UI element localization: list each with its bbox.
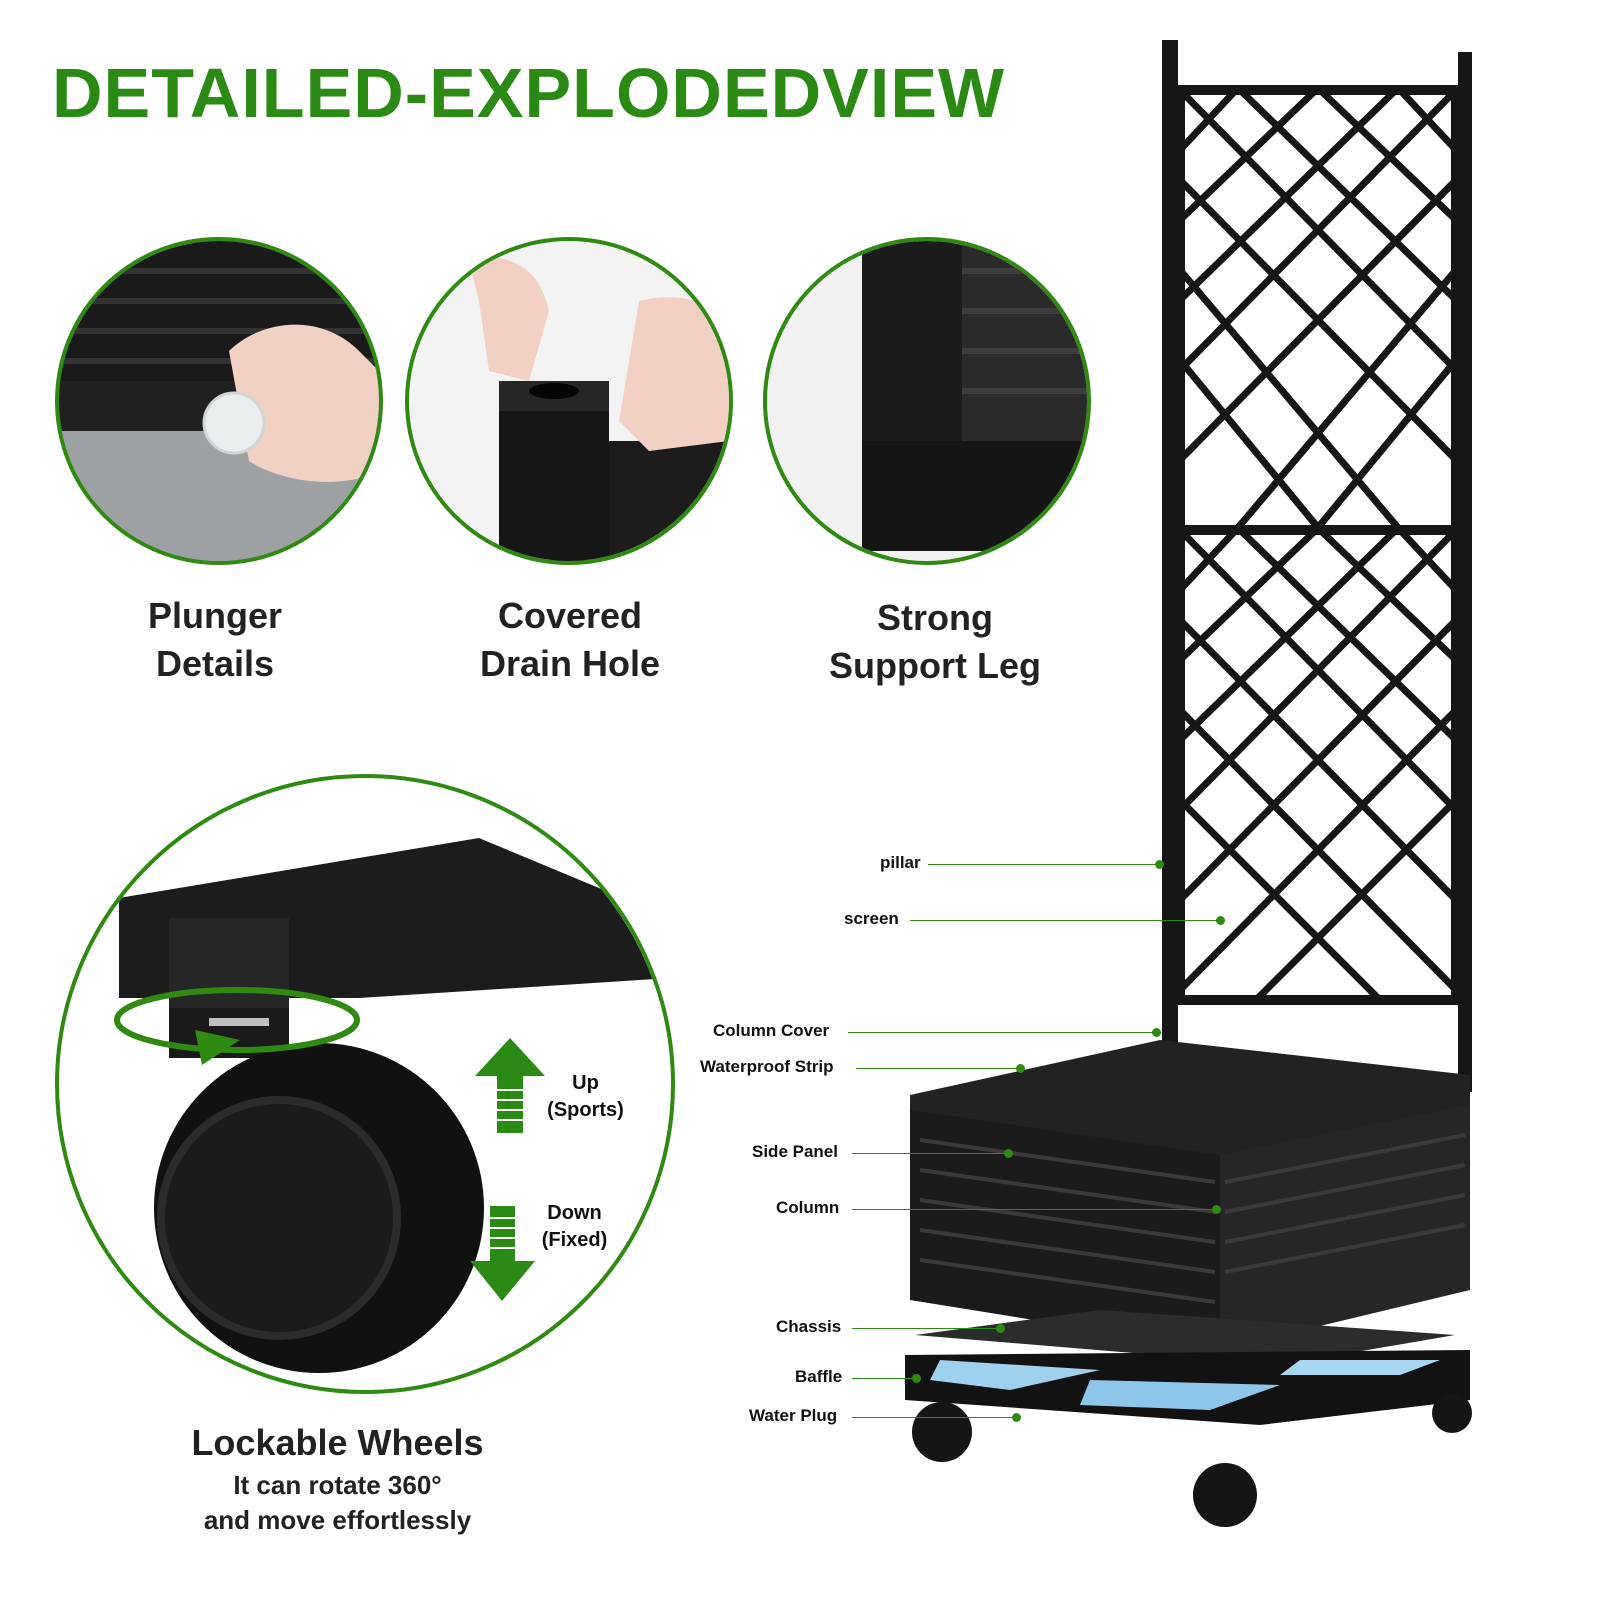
plunger-detail-photo	[55, 237, 383, 565]
up-sub-text: (Sports)	[547, 1099, 624, 1121]
detail-caption-drain-hole: Covered Drain Hole	[435, 592, 705, 688]
caption-line: Drain Hole	[479, 643, 661, 684]
detail-caption-plunger: Plunger Details	[90, 592, 340, 688]
part-label-water-plug: Water Plug	[749, 1406, 838, 1425]
part-label-pillar: pillar	[880, 853, 921, 872]
callout-dot	[996, 1324, 1005, 1333]
leader-line	[852, 1153, 1010, 1154]
callout-dot	[1016, 1064, 1025, 1073]
planter-illustration	[880, 30, 1500, 1570]
down-sub-text: (Fixed)	[541, 1229, 608, 1251]
callout-dot	[1216, 916, 1225, 925]
leader-line	[852, 1417, 1018, 1418]
detail-caption-support-leg: Strong Support Leg	[790, 594, 1080, 690]
callout-dot	[1012, 1413, 1021, 1422]
caption-line: Details	[155, 643, 275, 684]
part-label-side-panel: Side Panel	[752, 1142, 838, 1161]
down-label-text: Down	[547, 1202, 602, 1224]
callout-dot	[912, 1374, 921, 1383]
leader-line	[910, 920, 1222, 921]
part-label-waterproof-strip: Waterproof Strip	[700, 1057, 834, 1076]
part-label-screen: screen	[844, 909, 899, 928]
callout-dot	[1004, 1149, 1013, 1158]
caption-line: Strong	[877, 597, 993, 638]
headline: DETAILED-EXPLODEDVIEW	[52, 54, 1006, 132]
callout-dot	[1152, 1028, 1161, 1037]
wheels-line2: and move effortlessly	[203, 1505, 472, 1535]
caption-line: Plunger	[147, 595, 282, 636]
drain-hole-detail-photo	[405, 237, 733, 565]
caption-line: Covered	[497, 595, 643, 636]
part-label-column: Column	[776, 1198, 840, 1217]
support-leg-detail-photo	[763, 237, 1091, 565]
callout-dot	[1155, 860, 1164, 869]
down-label: Down (Fixed)	[517, 1200, 632, 1254]
caption-line: Support Leg	[829, 645, 1041, 686]
part-label-column-cover: Column Cover	[713, 1021, 830, 1040]
leader-line	[852, 1328, 1002, 1329]
up-label-text: Up	[572, 1072, 599, 1094]
wheels-title: Lockable Wheels	[191, 1422, 484, 1463]
part-label-baffle: Baffle	[795, 1367, 843, 1386]
leader-line	[852, 1209, 1218, 1210]
wheels-caption: Lockable Wheels It can rotate 360° and m…	[135, 1422, 540, 1536]
callout-dot	[1212, 1205, 1221, 1214]
down-arrow-icon	[470, 1206, 535, 1301]
wheels-line1: It can rotate 360°	[233, 1470, 442, 1500]
leader-line	[856, 1068, 1022, 1069]
up-arrow-icon	[475, 1038, 545, 1133]
up-label: Up (Sports)	[528, 1070, 643, 1124]
lockable-wheel-detail-photo	[55, 774, 675, 1394]
leader-line	[848, 1032, 1158, 1033]
part-label-chassis: Chassis	[776, 1317, 842, 1336]
leader-line	[928, 864, 1160, 865]
rotation-arrow-icon	[110, 980, 365, 1070]
leader-line	[852, 1378, 918, 1379]
